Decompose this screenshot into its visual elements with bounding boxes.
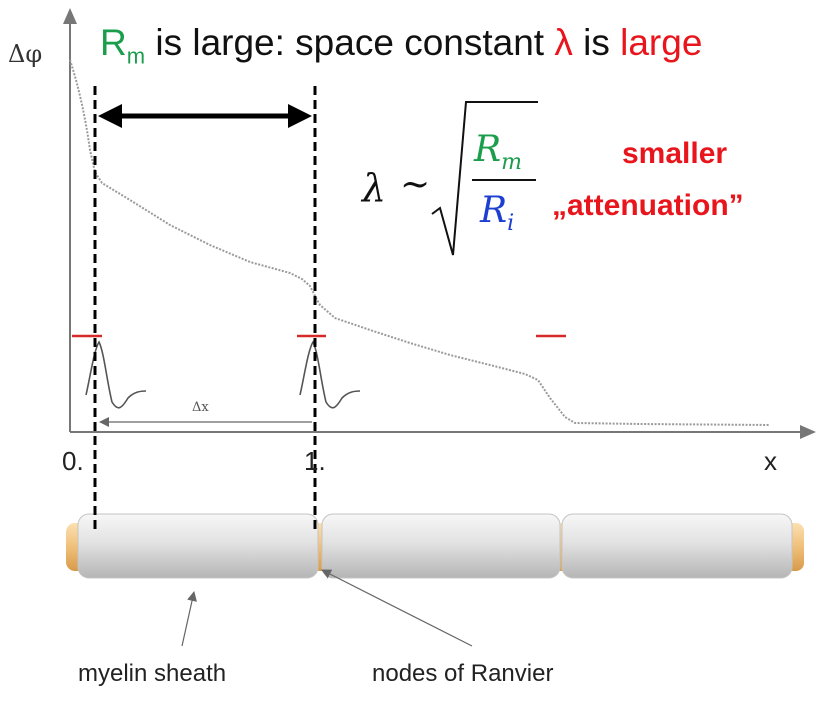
- rm-subscript: m: [126, 43, 146, 69]
- space-constant-arrow: [98, 104, 312, 128]
- action-potential-waveform: [299, 340, 361, 409]
- myelin-sheath-label: myelin sheath: [78, 660, 227, 687]
- y-axis-label: Δφ: [8, 40, 43, 68]
- x-axis-label: x: [764, 446, 777, 476]
- numerator-symbol: R: [474, 129, 502, 170]
- myelin-pointer: [181, 591, 197, 647]
- headline-is: is: [572, 22, 621, 63]
- myelin-segment: [321, 513, 561, 579]
- denominator-subscript: i: [507, 211, 515, 237]
- formula-lambda: λ: [362, 166, 387, 210]
- note-attenuation: „attenuation”: [552, 189, 744, 222]
- myelin-segment: [77, 513, 319, 579]
- myelin-segment: [561, 513, 793, 579]
- sqrt-sign: [431, 101, 538, 256]
- node-pointer: [321, 569, 473, 647]
- y-axis-arrowhead: [63, 8, 77, 24]
- note-smaller: smaller: [622, 137, 728, 170]
- x-tick-1: 1.: [304, 446, 326, 476]
- headline: Rm is large: space constant λ is large: [100, 22, 702, 69]
- formula-tilde: ~: [400, 164, 431, 205]
- headline-lambda: λ: [554, 22, 573, 63]
- rm-symbol: R: [100, 22, 127, 63]
- potential-curve: [69, 59, 771, 426]
- nodes-of-ranvier-label: nodes of Ranvier: [372, 660, 554, 687]
- formula-numerator: Rm: [474, 129, 522, 175]
- headline-large: large: [620, 22, 703, 63]
- x-axis-arrowhead: [800, 425, 816, 439]
- formula-denominator: Ri: [480, 190, 514, 236]
- headline-middle: is large: space constant: [145, 22, 555, 63]
- delta-x-label: Δx: [192, 400, 209, 415]
- denominator-symbol: R: [480, 190, 508, 231]
- x-tick-0: 0.: [62, 446, 84, 476]
- axes: [63, 8, 816, 439]
- numerator-subscript: m: [501, 150, 522, 176]
- axon: [66, 513, 804, 579]
